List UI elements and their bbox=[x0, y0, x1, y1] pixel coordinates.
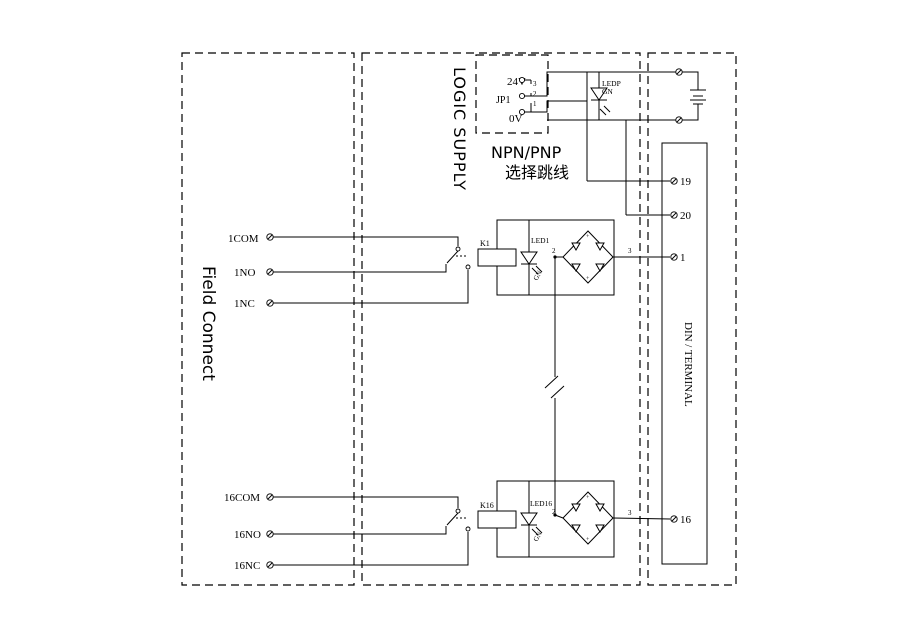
channel-1-led-icon bbox=[520, 251, 538, 265]
field-connect-label: Field Connect bbox=[198, 266, 218, 381]
din-terminal-block bbox=[661, 142, 708, 565]
jumper-caption: NPN/PNP bbox=[491, 143, 562, 162]
channel-1-relay-label: K1 bbox=[480, 239, 490, 248]
supply-rails: LEDP GN bbox=[547, 68, 706, 216]
svg-text:+: + bbox=[586, 537, 590, 543]
channel-1-led-color: GN bbox=[532, 269, 544, 282]
channel-1-node-left: 2 bbox=[552, 247, 556, 255]
power-led-color: GN bbox=[602, 87, 613, 96]
channel-1-com-label: 1COM bbox=[228, 233, 259, 245]
channel-1-relay-coil bbox=[477, 248, 517, 267]
channel-16: 16COM 16NO 16NC K16 LED16 GN bbox=[224, 480, 671, 572]
jumper-caption-cn: 选择跳线 bbox=[505, 163, 569, 182]
logic-supply-label: LOGIC SUPPLY bbox=[450, 67, 469, 191]
jumper-pin-3-label: 3 bbox=[533, 80, 537, 88]
channel-1-bridge-rectifier bbox=[562, 230, 614, 284]
logic-supply-frame bbox=[361, 52, 641, 586]
jumper-jp1: 24V JP1 0V 3 2 1 bbox=[496, 71, 587, 125]
channel-16-no-label: 16NO bbox=[234, 529, 261, 541]
region-frames bbox=[181, 52, 737, 586]
channel-16-led-icon bbox=[520, 512, 538, 526]
power-led-icon bbox=[590, 87, 608, 101]
jumper-pin-1 bbox=[518, 108, 526, 116]
channel-1-led-label: LED1 bbox=[531, 236, 550, 245]
channel-16-node-right: 3 bbox=[628, 509, 632, 517]
jumper-frame bbox=[475, 54, 549, 134]
svg-text:+: + bbox=[586, 495, 590, 501]
terminal-19-label: 19 bbox=[680, 176, 692, 188]
channel-16-relay-coil bbox=[477, 510, 517, 529]
channel-16-led-label: LED16 bbox=[530, 499, 552, 508]
channel-1-no-label: 1NO bbox=[234, 267, 255, 279]
channel-16-node-left: 2 bbox=[552, 508, 556, 516]
jumper-pin-3 bbox=[518, 76, 526, 84]
power-led-label: LEDP bbox=[602, 79, 621, 88]
terminal-20-label: 20 bbox=[680, 210, 692, 222]
field-connect-frame bbox=[181, 52, 355, 586]
svg-text:+: + bbox=[586, 276, 590, 282]
terminal-16-label: 16 bbox=[680, 514, 692, 526]
jumper-0v-label: 0V bbox=[509, 113, 523, 125]
channel-16-nc-label: 16NC bbox=[234, 560, 260, 572]
svg-text:+: + bbox=[586, 234, 590, 240]
din-terminals: 19 20 1 16 bbox=[670, 176, 692, 526]
jumper-pin-2 bbox=[518, 92, 526, 100]
channel-16-led-color: GN bbox=[532, 530, 544, 543]
terminal-1-label: 1 bbox=[680, 252, 686, 264]
jumper-pin-1-label: 1 bbox=[533, 100, 537, 108]
channel-1-node-right: 3 bbox=[628, 247, 632, 255]
jumper-pin-2-label: 2 bbox=[533, 90, 537, 98]
terminal-frame bbox=[647, 52, 737, 586]
channel-16-bridge-rectifier bbox=[562, 491, 614, 545]
channel-16-com-label: 16COM bbox=[224, 492, 260, 504]
channel-16-relay-label: K16 bbox=[480, 501, 494, 510]
jumper-name-label: JP1 bbox=[496, 95, 510, 106]
channel-1-nc-label: 1NC bbox=[234, 298, 255, 310]
din-terminal-label: DIN / TERMINAL bbox=[682, 322, 694, 407]
channel-1: 1COM 1NO 1NC K1 LED1 GN bbox=[228, 219, 670, 310]
